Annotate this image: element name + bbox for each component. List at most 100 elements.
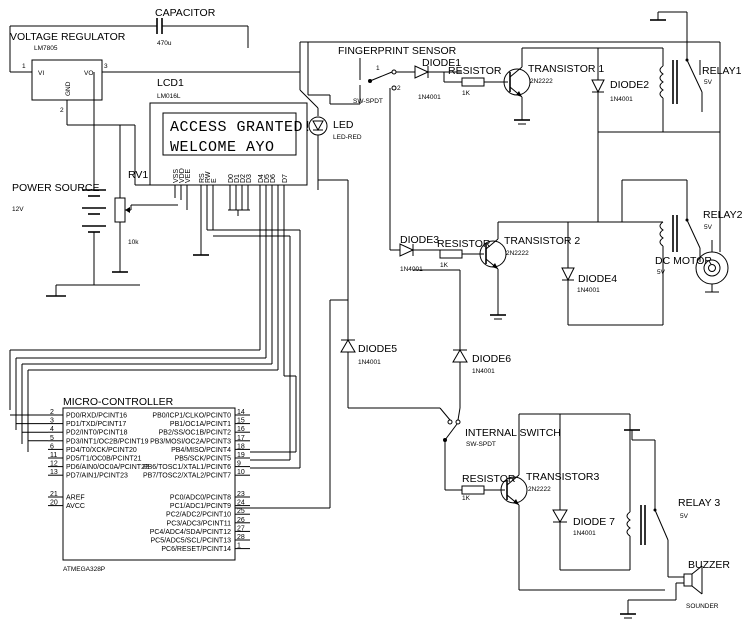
mcu-pin-name: PB2/SS/OC1B/PCINT2 [159,430,231,437]
motor-name: DC MOTOR [655,255,712,267]
mcu-pin-number: 10 [237,469,245,476]
lcd-pin-vee: VEE [185,169,192,183]
diode-6: DIODE6 1N4001 [413,269,511,408]
svg-text:1: 1 [22,63,26,70]
mcu-pin-name: PC3/ADC3/PCINT11 [167,520,232,527]
voltage-regulator: VOLTAGE REGULATOR LM7805 VI VO GND 1 3 2 [10,31,300,126]
mcu-pin-name: AREF [66,495,85,502]
lcd-pin-vss: VSS [173,169,180,183]
lcd-pin-d0: D0 [228,174,235,183]
mcu-pin-name: PB4/MISO/PCINT4 [171,447,231,454]
relay1-voltage: 5V [704,79,713,86]
svg-text:2: 2 [60,107,64,114]
diode1-name: DIODE1 [422,57,461,69]
mcu-part: ATMEGA328P [63,566,105,573]
svg-text:VO: VO [84,70,93,77]
resistor2-value: 1K [440,262,449,269]
lcd-pin-d7: D7 [282,174,289,183]
mcu-pin-number: 17 [237,435,245,442]
mcu-pin-number: 11 [50,452,57,459]
mcu-pin-name: PD2/INT0/PCINT18 [66,430,128,437]
mcu-pin-number: 9 [237,461,241,468]
mcu-pin-number: 3 [50,418,54,425]
mcu-pin-name: PC5/ADC5/SCL/PCINT13 [150,538,231,545]
mcu-pin-number: 27 [237,525,245,532]
mcu-pin-name: PB3/MOSI/OC2A/PCINT3 [150,438,231,445]
mcu-pin-name: PC2/ADC2/PCINT10 [166,512,231,519]
mcu-pin-name: PB5/SCK/PCINT5 [175,456,232,463]
mcu-pin-number: 4 [50,426,54,433]
resistor-1: RESISTOR 1K [443,65,508,97]
resistor2-name: RESISTOR [437,238,491,250]
diode-5: DIODE5 1N4001 [317,179,440,409]
resistor-3: RESISTOR 1K [461,473,516,502]
relay-2: RELAY2 5V [597,132,743,300]
mcu-pin-name: PB1/OC1A/PCINT1 [170,421,231,428]
svg-text:3: 3 [104,63,108,70]
svg-text:2: 2 [397,85,401,92]
transistor3-name: TRANSISTOR3 [526,471,599,483]
potentiometer-rv1: RV1 10k [112,125,178,273]
resistor-2: RESISTOR 1K [437,238,491,269]
transistor3-part: 2N2222 [528,486,551,493]
mcu-pin-number: 23 [237,491,245,498]
buzzer-part: SOUNDER [686,603,719,610]
power-source-label: POWER SOURCE [12,182,100,194]
diode7-name: DIODE 7 [573,516,615,528]
diode3-name: DIODE3 [400,234,439,246]
mcu-pin-name: PD5/T1/OC0B/PCINT21 [66,456,142,463]
mcu-pin-number: 24 [237,500,245,507]
relay-3: RELAY 3 5V [600,413,720,570]
transistor2-name: TRANSISTOR 2 [504,235,580,247]
mcu-pin-name: PD7/AIN1/PCINT23 [66,473,128,480]
diode3-part: 1N4001 [400,266,423,273]
transistor-1: TRANSISTOR 1 2N2222 [503,47,604,125]
transistor1-name: TRANSISTOR 1 [528,63,604,75]
mcu-pin-name: PB7/TOSC2/XTAL2/PCINT7 [143,473,231,480]
diode7-part: 1N4001 [573,530,596,537]
fingerprint-label: FINGERPRINT SENSOR [338,45,457,57]
mcu-pin-number: 1 [237,543,241,550]
mcu-pin-number: 6 [50,443,54,450]
internal-switch-name: INTERNAL SWITCH [465,427,561,439]
capacitor-value: 470u [157,40,172,47]
svg-text:1: 1 [376,65,380,72]
mcu-pin-number: 21 [50,491,58,498]
lcd-pin-d1: D1 [234,174,241,183]
mcu-pin-name: PD6/AIN0/OC0A/PCINT22 [66,464,149,471]
mcu-pin-number: 26 [237,517,245,524]
lcd-line-1: ACCESS GRANTED! [170,119,313,136]
mcu-pin-number: 25 [237,508,245,515]
mcu-pin-number: 19 [237,452,245,459]
regulator-part: LM7805 [34,45,58,52]
lcd-pin-d6: D6 [270,174,277,183]
resistor1-value: 1K [462,90,471,97]
pot-value: 10k [128,239,139,246]
diode4-part: 1N4001 [577,287,600,294]
buzzer: BUZZER SOUNDER [620,559,730,619]
led-name: LED [333,119,354,131]
svg-text:GND: GND [65,81,72,96]
transistor1-part: 2N2222 [530,78,553,85]
pot-name: RV1 [128,169,148,181]
mcu-pin-name: PD0/RXD/PCINT16 [66,413,127,420]
mcu-pin-name: PB6/TOSC1/XTAL1/PCINT6 [143,464,231,471]
diode2-name: DIODE2 [610,79,649,91]
svg-text:VI: VI [38,70,44,77]
transistor-3: TRANSISTOR3 2N2222 [500,413,665,591]
mcu-pin-name: AVCC [66,503,85,510]
diode-7: DIODE 7 1N4001 [552,414,630,571]
mcu-pin-number: 15 [237,418,245,425]
relay2-name: RELAY2 [703,209,743,221]
transistor2-part: 2N2222 [506,250,529,257]
lcd-pin-e: E [211,178,218,183]
resistor3-value: 1K [462,495,471,502]
mcu-pin-name: PC4/ADC4/SDA/PCINT12 [150,529,231,536]
capacitor-name: CAPACITOR [155,7,216,19]
power-source: POWER SOURCE 12V [12,72,140,297]
capacitor: CAPACITOR 470u [10,7,249,48]
motor-voltage: 5V [657,269,666,276]
lcd-part: LM016L [157,93,181,100]
